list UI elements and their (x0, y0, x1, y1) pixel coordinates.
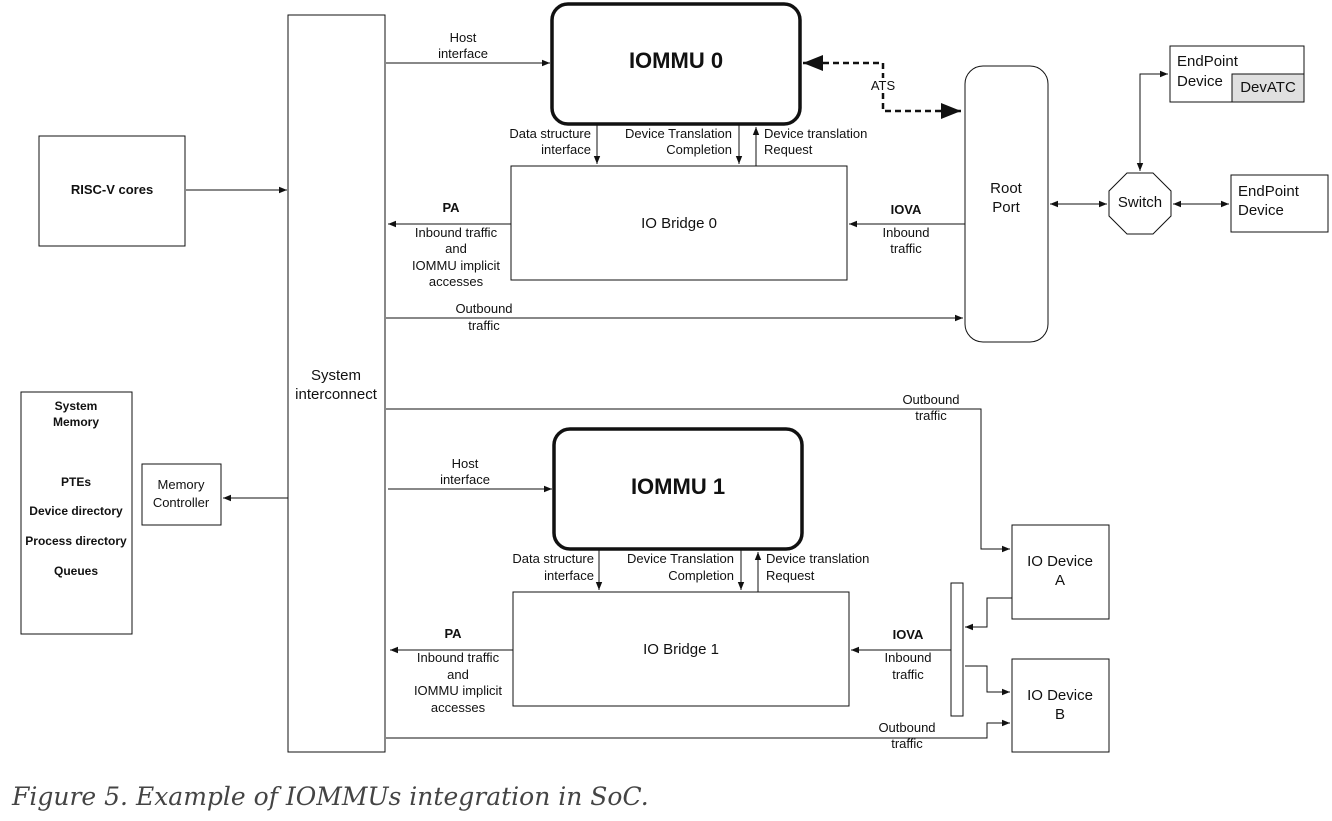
svg-text:B: B (1055, 706, 1065, 723)
svg-text:Outbound: Outbound (455, 301, 512, 316)
svg-text:PA: PA (442, 200, 460, 215)
svg-text:System: System (311, 367, 361, 384)
svg-text:Outbound: Outbound (878, 720, 935, 735)
root-port-block: Root Port (964, 65, 1049, 343)
connectors-top (186, 55, 1229, 502)
switch-block: Switch (1108, 172, 1172, 235)
svg-text:and: and (447, 667, 469, 682)
iommu-1-block: IOMMU 1 (552, 427, 804, 551)
svg-text:ATS: ATS (871, 78, 896, 93)
svg-text:Completion: Completion (666, 142, 732, 157)
svg-text:IO Bridge 0: IO Bridge 0 (641, 215, 717, 232)
connectors-bottom (386, 408, 1012, 739)
svg-text:traffic: traffic (468, 318, 500, 333)
svg-text:Port: Port (992, 199, 1020, 216)
svg-text:traffic: traffic (892, 667, 924, 682)
labels-bottom: Outbound traffic Host interface Data str… (414, 392, 960, 751)
endpoint-device-block: EndPoint Device (1230, 174, 1329, 233)
svg-text:Process directory: Process directory (25, 534, 127, 548)
io-mux-bar (950, 582, 964, 717)
endpoint-device-devatc-block: EndPoint Device DevATC (1169, 45, 1305, 103)
svg-text:PA: PA (444, 626, 462, 641)
svg-text:Controller: Controller (153, 495, 210, 510)
svg-text:System: System (55, 399, 98, 413)
svg-text:interface: interface (544, 568, 594, 583)
svg-text:accesses: accesses (431, 700, 486, 715)
svg-text:interface: interface (541, 142, 591, 157)
svg-text:Request: Request (764, 142, 813, 157)
svg-text:IOMMU implicit: IOMMU implicit (412, 258, 500, 273)
svg-text:traffic: traffic (891, 736, 923, 751)
svg-text:IOMMU 1: IOMMU 1 (631, 474, 725, 499)
figure-caption: Figure 5. Example of IOMMUs integration … (12, 782, 649, 811)
io-bridge-0-block: IO Bridge 0 (510, 165, 848, 281)
svg-text:Data structure: Data structure (512, 551, 594, 566)
risc-v-cores-block: RISC-V cores (38, 135, 186, 247)
system-memory-block: System Memory PTEs Device directory Proc… (20, 391, 133, 635)
svg-text:DevATC: DevATC (1240, 79, 1296, 96)
svg-text:IO Device: IO Device (1027, 553, 1093, 570)
svg-text:IOVA: IOVA (893, 627, 924, 642)
svg-text:IOMMU 0: IOMMU 0 (629, 48, 723, 73)
svg-text:Request: Request (766, 568, 815, 583)
svg-text:RISC-V cores: RISC-V cores (71, 182, 153, 197)
svg-text:interface: interface (440, 472, 490, 487)
svg-text:traffic: traffic (915, 408, 947, 423)
svg-text:PTEs: PTEs (61, 475, 91, 489)
svg-text:Host: Host (452, 456, 479, 471)
svg-text:interconnect: interconnect (295, 386, 378, 403)
svg-text:A: A (1055, 572, 1065, 589)
svg-text:IO Device: IO Device (1027, 687, 1093, 704)
svg-text:Device Translation: Device Translation (627, 551, 734, 566)
svg-text:Inbound: Inbound (885, 650, 932, 665)
svg-text:Root: Root (990, 180, 1023, 197)
svg-text:and: and (445, 241, 467, 256)
svg-text:IOMMU implicit: IOMMU implicit (414, 683, 502, 698)
system-interconnect-block: System interconnect (287, 14, 386, 753)
svg-text:Device translation: Device translation (764, 126, 867, 141)
svg-text:Memory: Memory (53, 415, 99, 429)
svg-text:Device directory: Device directory (29, 504, 123, 518)
svg-text:IOVA: IOVA (891, 202, 922, 217)
svg-text:EndPoint: EndPoint (1177, 53, 1239, 70)
labels-top: Host interface Data structure interface … (412, 30, 930, 333)
svg-text:Device Translation: Device Translation (625, 126, 732, 141)
io-device-b-block: IO Device B (1011, 658, 1110, 753)
svg-text:Device: Device (1177, 73, 1223, 90)
svg-text:Queues: Queues (54, 564, 98, 578)
svg-text:interface: interface (438, 46, 488, 61)
iommu-0-block: IOMMU 0 (550, 2, 802, 126)
svg-text:EndPoint: EndPoint (1238, 183, 1300, 200)
io-bridge-1-block: IO Bridge 1 (512, 591, 850, 707)
svg-text:Outbound: Outbound (902, 392, 959, 407)
svg-text:Data structure: Data structure (509, 126, 591, 141)
svg-text:Inbound traffic: Inbound traffic (415, 225, 498, 240)
io-device-a-block: IO Device A (1011, 524, 1110, 620)
svg-text:Switch: Switch (1118, 194, 1162, 211)
svg-text:IO Bridge 1: IO Bridge 1 (643, 641, 719, 658)
svg-text:Host: Host (450, 30, 477, 45)
memory-controller-block: Memory Controller (141, 463, 222, 526)
svg-text:Device translation: Device translation (766, 551, 869, 566)
svg-text:Inbound: Inbound (883, 225, 930, 240)
svg-text:Completion: Completion (668, 568, 734, 583)
svg-text:traffic: traffic (890, 241, 922, 256)
svg-text:Device: Device (1238, 202, 1284, 219)
svg-text:Memory: Memory (158, 477, 205, 492)
svg-text:Inbound traffic: Inbound traffic (417, 650, 500, 665)
svg-text:accesses: accesses (429, 274, 484, 289)
